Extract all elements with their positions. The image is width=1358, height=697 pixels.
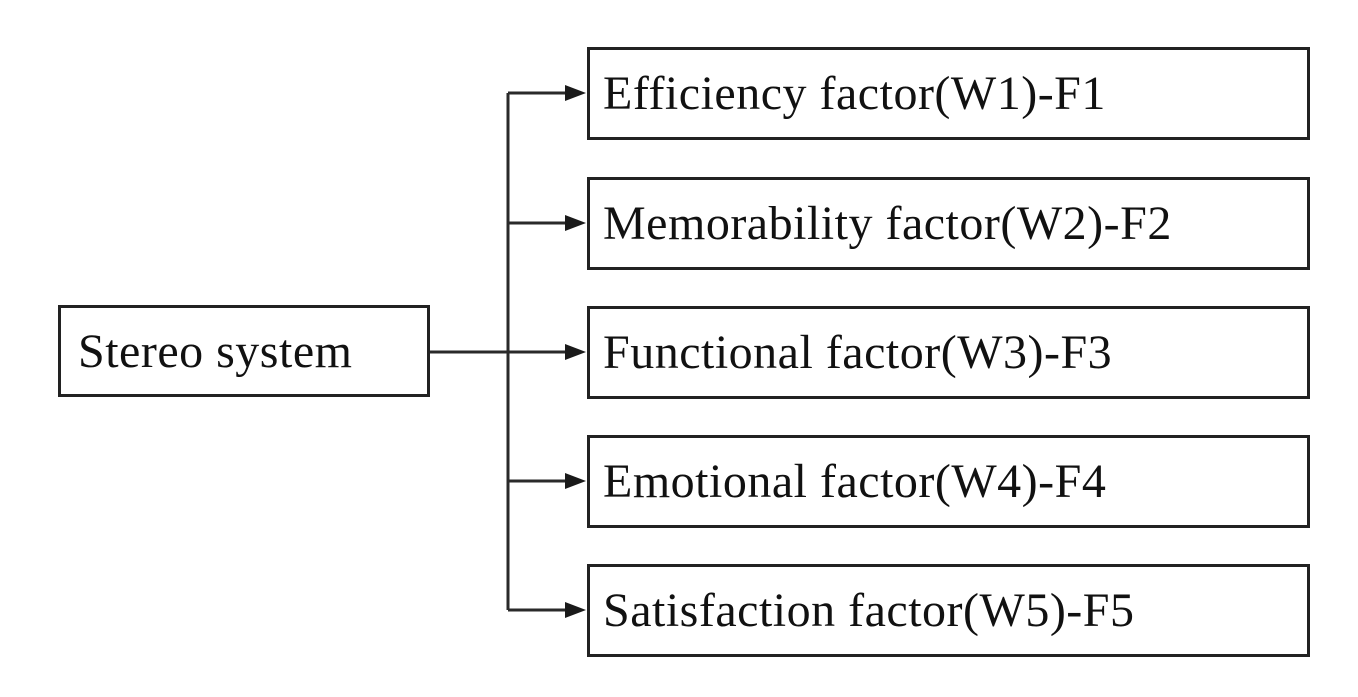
arrow-right-icon bbox=[565, 473, 586, 489]
node-efficiency-factor: Efficiency factor(W1)-F1 bbox=[587, 47, 1310, 140]
node-label: Functional factor(W3)-F3 bbox=[603, 326, 1113, 379]
node-stereo-system: Stereo system bbox=[58, 305, 430, 397]
node-label: Efficiency factor(W1)-F1 bbox=[603, 67, 1106, 120]
node-label: Satisfaction factor(W5)-F5 bbox=[603, 584, 1135, 637]
arrow-right-icon bbox=[565, 85, 586, 101]
node-satisfaction-factor: Satisfaction factor(W5)-F5 bbox=[587, 564, 1310, 657]
arrow-right-icon bbox=[565, 344, 586, 360]
arrow-right-icon bbox=[565, 602, 586, 618]
node-label: Stereo system bbox=[78, 324, 353, 378]
node-label: Memorability factor(W2)-F2 bbox=[603, 197, 1172, 250]
connector-branch-efficiency bbox=[508, 85, 586, 101]
arrow-right-icon bbox=[565, 215, 586, 231]
node-label: Emotional factor(W4)-F4 bbox=[603, 455, 1107, 508]
connector-branch-emotional bbox=[508, 473, 586, 489]
connector-root-to-functional bbox=[430, 344, 586, 360]
connector-branch-satisfaction bbox=[508, 602, 586, 618]
node-memorability-factor: Memorability factor(W2)-F2 bbox=[587, 177, 1310, 270]
connector-branch-memorability bbox=[508, 215, 586, 231]
node-functional-factor: Functional factor(W3)-F3 bbox=[587, 306, 1310, 399]
node-emotional-factor: Emotional factor(W4)-F4 bbox=[587, 435, 1310, 528]
